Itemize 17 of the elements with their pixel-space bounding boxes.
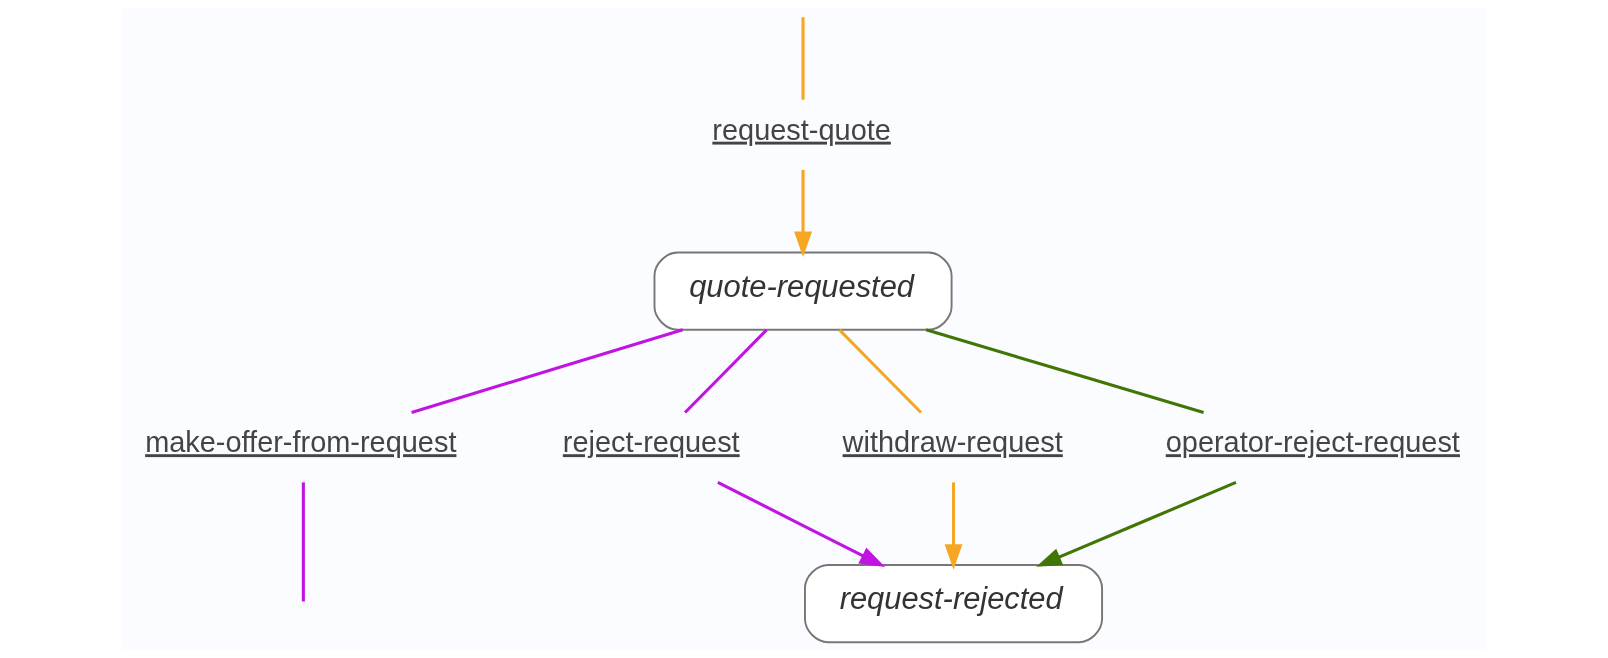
connector [411,328,684,414]
connector [301,482,305,602]
connector [925,328,1204,414]
node-text: make-offer-from-request [145,426,457,459]
node-text: reject-request [562,426,740,459]
connector [838,328,923,414]
node-box: request-rejected [804,564,1104,644]
connector [801,17,805,100]
connector [683,328,768,414]
node-box: quote-requested [653,251,953,331]
node-text: operator-reject-request [1165,426,1460,459]
node-text: request-quote [712,113,891,146]
node-text: withdraw-request [842,426,1063,459]
arrow [1036,480,1237,567]
arrow [794,169,812,258]
arrow [944,482,963,570]
arrow [717,481,886,568]
